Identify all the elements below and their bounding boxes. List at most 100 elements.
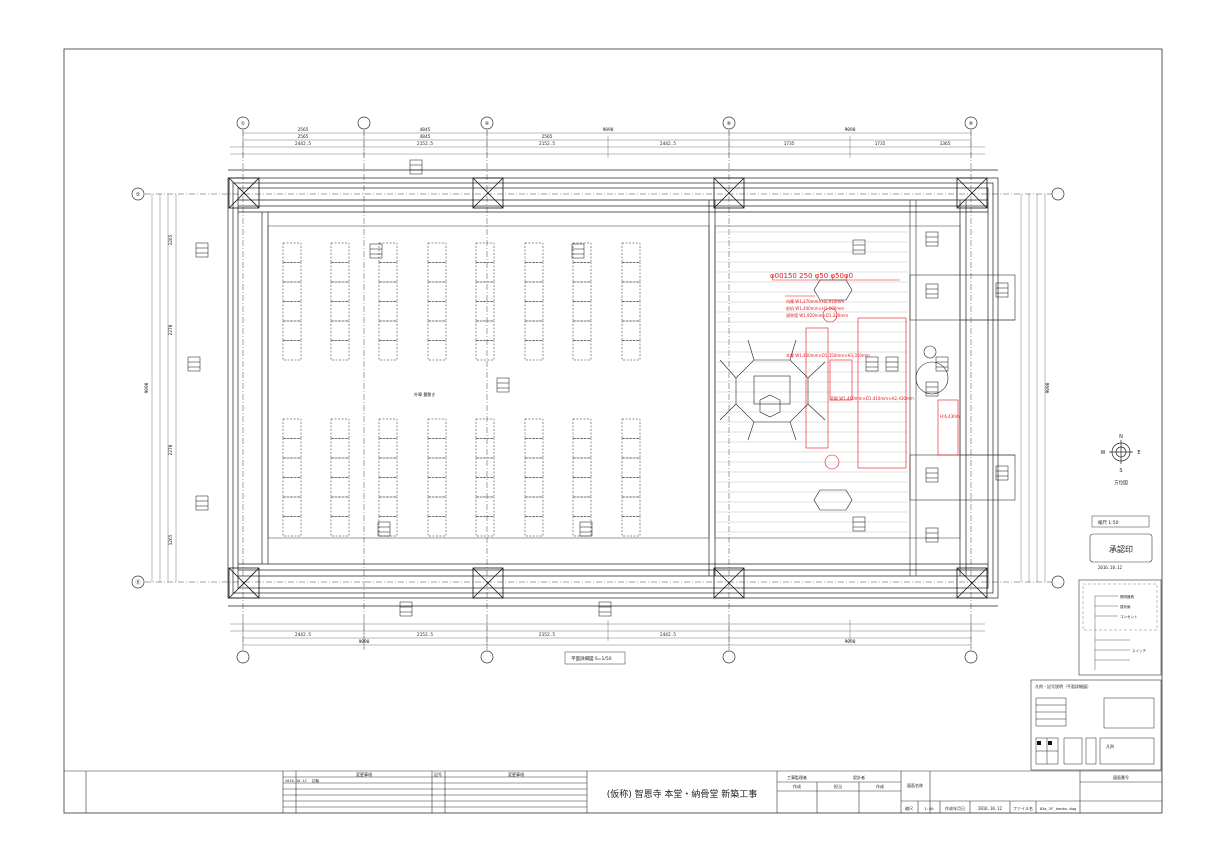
grid-label-row-5: ⑤: [136, 192, 140, 198]
dim-bottom-1: 2442.5: [295, 632, 312, 638]
mark-header: 記号: [434, 771, 442, 777]
legend-box: [1030, 679, 1162, 771]
dim-top-4: 4845: [420, 134, 431, 140]
seat-cushion: [282, 340, 302, 361]
sheet-border: [63, 48, 1163, 814]
seat-cushion: [330, 516, 350, 537]
equipment-box: [187, 356, 201, 372]
detail-legend-4: スイッチ: [1132, 648, 1147, 653]
altar-note-4: 本尊 W1,400mm×D1,350mm×H3,310mm: [786, 352, 870, 358]
seat-cushion: [524, 340, 544, 361]
dim-sub-2: 2152.5: [417, 141, 434, 147]
seat-cushion: [621, 516, 641, 537]
grid-bubbles: [131, 116, 1065, 664]
equipment-box: [925, 283, 939, 299]
altar-note-5: 宮殿 W1,400mm×D1,410mm×H2,430mm: [830, 395, 914, 401]
compass-east: E: [1137, 450, 1140, 456]
detail-lines: [1094, 595, 1130, 670]
equipment-box: [925, 381, 939, 397]
compass-west: W: [1101, 450, 1106, 456]
altar-red-header: φ00150 250 φ50 φ50φ0: [770, 272, 853, 280]
legend-fill-2: [1048, 741, 1052, 745]
dim-top-total-right: 9090: [845, 127, 856, 133]
date-value: 2016.10.12: [978, 806, 1003, 811]
dim-top-1: 2565: [298, 127, 309, 133]
grid-label-col-4: ④: [485, 121, 490, 127]
equipment-box: [852, 239, 866, 255]
dim-right-2: 1735: [875, 141, 886, 147]
equipment-box: [925, 231, 939, 247]
dim-right-1: 1735: [784, 141, 795, 147]
equipment-box: [995, 282, 1009, 298]
dim-sub-1: 2442.5: [295, 141, 312, 147]
detail-legend-2: 換気扇: [1120, 604, 1131, 609]
scale-label: 平面詳細図 S=1/50: [571, 655, 612, 662]
altar-note-2: 前机 W1,400mm×H1,000mm: [786, 305, 844, 311]
drawing-number-label: 図面番号: [1113, 774, 1129, 780]
equipment-symbols: [187, 159, 1009, 617]
compass-north: N: [1119, 434, 1123, 440]
inner-sanctum-floor: [714, 225, 961, 539]
approval-stamp-box: [1089, 533, 1153, 563]
seat-cushion: [378, 340, 398, 361]
seat-cushion: [282, 516, 302, 537]
dim-top-2: 4845: [420, 127, 431, 133]
client-label: 工事監理者: [787, 774, 807, 780]
date-label: 作成年月日: [945, 805, 965, 811]
altar-note-1: 内陣 W1,370mm×H2,910mm: [786, 298, 844, 304]
dim-sub-4: 2442.5: [660, 141, 677, 147]
seat-cushion: [572, 340, 592, 361]
dim-right-3: 1365: [940, 141, 951, 147]
designer-label: 設計者: [853, 774, 865, 780]
dim-sub-3: 2152.5: [539, 141, 556, 147]
equipment-box: [377, 521, 391, 537]
legend-symbols: [1035, 697, 1155, 765]
seat-cushion: [621, 340, 641, 361]
dim-bottom-total-left: 9090: [359, 639, 370, 645]
sheet-title-label: 図面名称: [907, 782, 923, 788]
hall-note: 外陣 畳敷き: [414, 391, 435, 397]
dim-side-2: 2270: [168, 324, 174, 335]
revision-header: 変更事項: [356, 771, 372, 777]
equipment-box: [995, 465, 1009, 481]
equipment-box: [925, 527, 939, 543]
approval-stamp-title: 承認印: [1109, 544, 1133, 554]
altar-note-3: 須弥壇 W1,920mm×D1,320mm: [786, 312, 848, 318]
equipment-box: [885, 356, 899, 372]
detail-legend-3: コンセント: [1120, 614, 1138, 619]
file-label: ファイル名: [1013, 805, 1033, 811]
project-name: (仮称) 智恩寺 本堂・納骨堂 新築工事: [607, 788, 758, 800]
seat-cushion: [524, 516, 544, 537]
equipment-box: [571, 243, 585, 259]
equipment-box: [496, 377, 510, 393]
small-scale-label: 縮尺 1:50: [1098, 519, 1119, 526]
dim-bottom-2: 2152.5: [417, 632, 434, 638]
detail-legend-1: 照明器具: [1120, 594, 1135, 599]
revision-header-2: 変更事項: [508, 771, 524, 777]
dim-top-3: 2565: [298, 134, 309, 140]
seat-cushion: [475, 340, 495, 361]
detail-box: [1078, 579, 1162, 676]
checker-label-2: 作成: [876, 783, 884, 789]
revision-date: 2016.10.12: [285, 779, 307, 783]
dim-side-total-left: 9090: [144, 382, 150, 393]
dim-top-5: 2565: [542, 134, 553, 140]
legend-title: 凡例: [1106, 743, 1114, 749]
scale-label-box: [564, 651, 626, 665]
checker-label: 作成: [793, 783, 801, 789]
dim-side-4: 1265: [168, 534, 174, 545]
equipment-box: [369, 243, 383, 259]
drawer-label: 担当: [834, 783, 842, 789]
approval-stamp-date: 2016.10.12: [1098, 565, 1123, 570]
grid-label-col-8: ⑧: [969, 121, 974, 127]
grid-label-row-b: Ⓑ: [135, 579, 140, 586]
equipment-box: [399, 601, 413, 617]
dimension-lines: [151, 132, 1046, 646]
dim-side-1: 1265: [168, 234, 174, 245]
equipment-box: [579, 521, 593, 537]
dim-bottom-4: 2442.5: [660, 632, 677, 638]
scale-label-title: 縮尺: [905, 805, 913, 811]
columns: [228, 177, 988, 599]
